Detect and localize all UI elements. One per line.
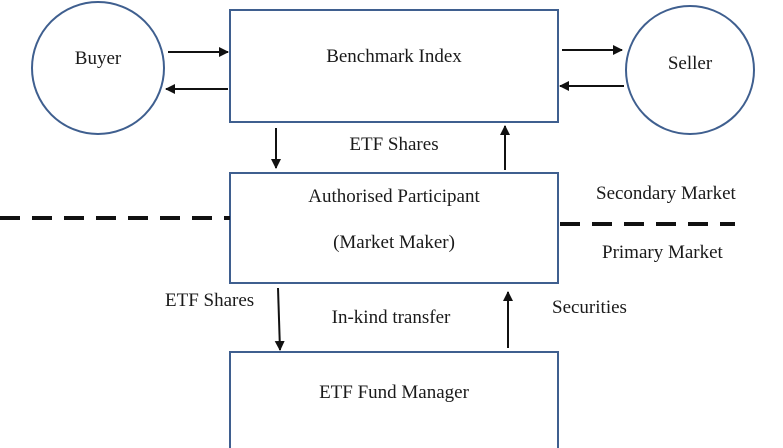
seller-label: Seller [667, 53, 713, 74]
seller-node [625, 5, 755, 135]
benchmark-index-box [229, 9, 559, 123]
authorised-participant-label: Authorised Participant [308, 186, 480, 207]
benchmark-index-label: Benchmark Index [326, 46, 462, 67]
buyer-label: Buyer [74, 48, 122, 69]
secondary-market-label: Secondary Market [596, 183, 736, 204]
primary-market-label: Primary Market [602, 242, 723, 263]
etf-shares-lower-label: ETF Shares [165, 290, 255, 311]
arrow-ap-to-fund-manager [274, 287, 285, 351]
etf-fund-manager-box [229, 351, 559, 448]
authorised-participant-box [229, 172, 559, 284]
in-kind-transfer-label: In-kind transfer [331, 307, 451, 328]
etf-fund-manager-label: ETF Fund Manager [319, 382, 469, 403]
etf-shares-upper-label: ETF Shares [349, 134, 439, 155]
buyer-node [31, 1, 165, 135]
market-maker-label: (Market Maker) [333, 232, 455, 253]
securities-label: Securities [552, 297, 627, 318]
